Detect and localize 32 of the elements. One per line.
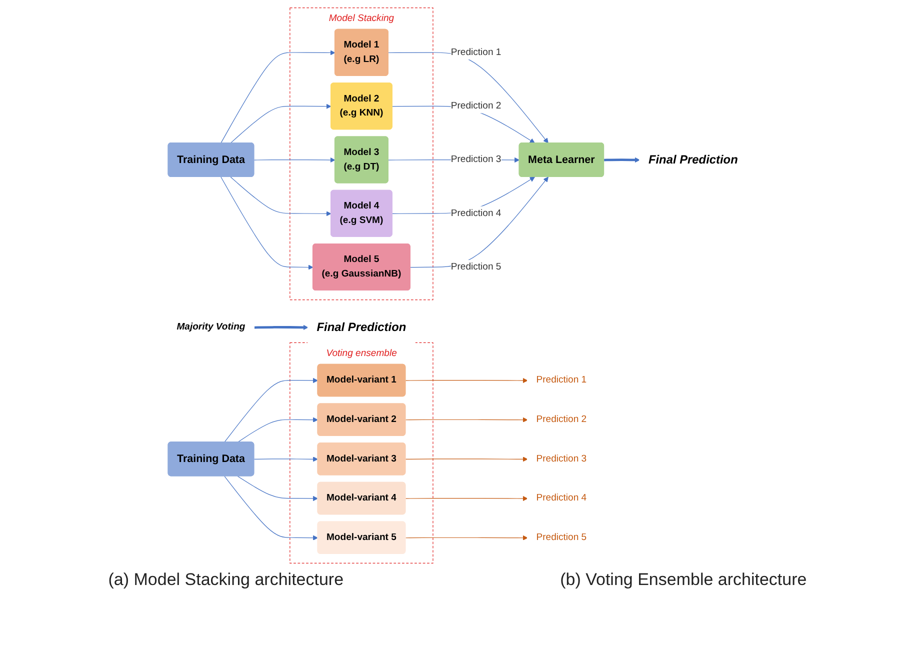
arrow bbox=[230, 176, 332, 216]
caption-text: (b) Voting Ensemble architecture bbox=[560, 570, 807, 590]
arrow bbox=[406, 416, 528, 422]
arrow bbox=[238, 475, 318, 501]
node-text: Majority Voting bbox=[176, 321, 246, 332]
arrow bbox=[406, 377, 528, 383]
arrow bbox=[224, 377, 318, 442]
node-text: Final Prediction bbox=[648, 152, 738, 166]
node-text: Prediction 2 bbox=[536, 414, 587, 424]
arrow bbox=[406, 495, 528, 501]
arrow bbox=[220, 50, 336, 143]
caption-text: (a) Model Stacking architecture bbox=[108, 570, 344, 590]
edge-label: Prediction 5 bbox=[451, 261, 502, 272]
arrow bbox=[224, 475, 318, 540]
arrow bbox=[220, 176, 314, 270]
node-text: Prediction 4 bbox=[536, 492, 587, 503]
node-text: Prediction 5 bbox=[536, 532, 587, 542]
edge-label: Prediction 3 bbox=[451, 154, 502, 164]
arrow bbox=[604, 156, 640, 162]
arrow bbox=[254, 456, 318, 462]
arrow bbox=[406, 534, 528, 540]
arrow bbox=[406, 456, 528, 462]
arrow bbox=[238, 416, 318, 442]
arrow bbox=[254, 156, 336, 162]
arrow bbox=[230, 103, 332, 143]
node-text: Prediction 1 bbox=[536, 374, 587, 385]
edge-label: Prediction 2 bbox=[451, 100, 502, 110]
node-text: Prediction 3 bbox=[536, 453, 587, 464]
arrow bbox=[410, 176, 549, 268]
edge-label: Prediction 1 bbox=[451, 46, 502, 57]
arrow bbox=[254, 324, 309, 330]
edge-label: Prediction 4 bbox=[451, 208, 502, 218]
